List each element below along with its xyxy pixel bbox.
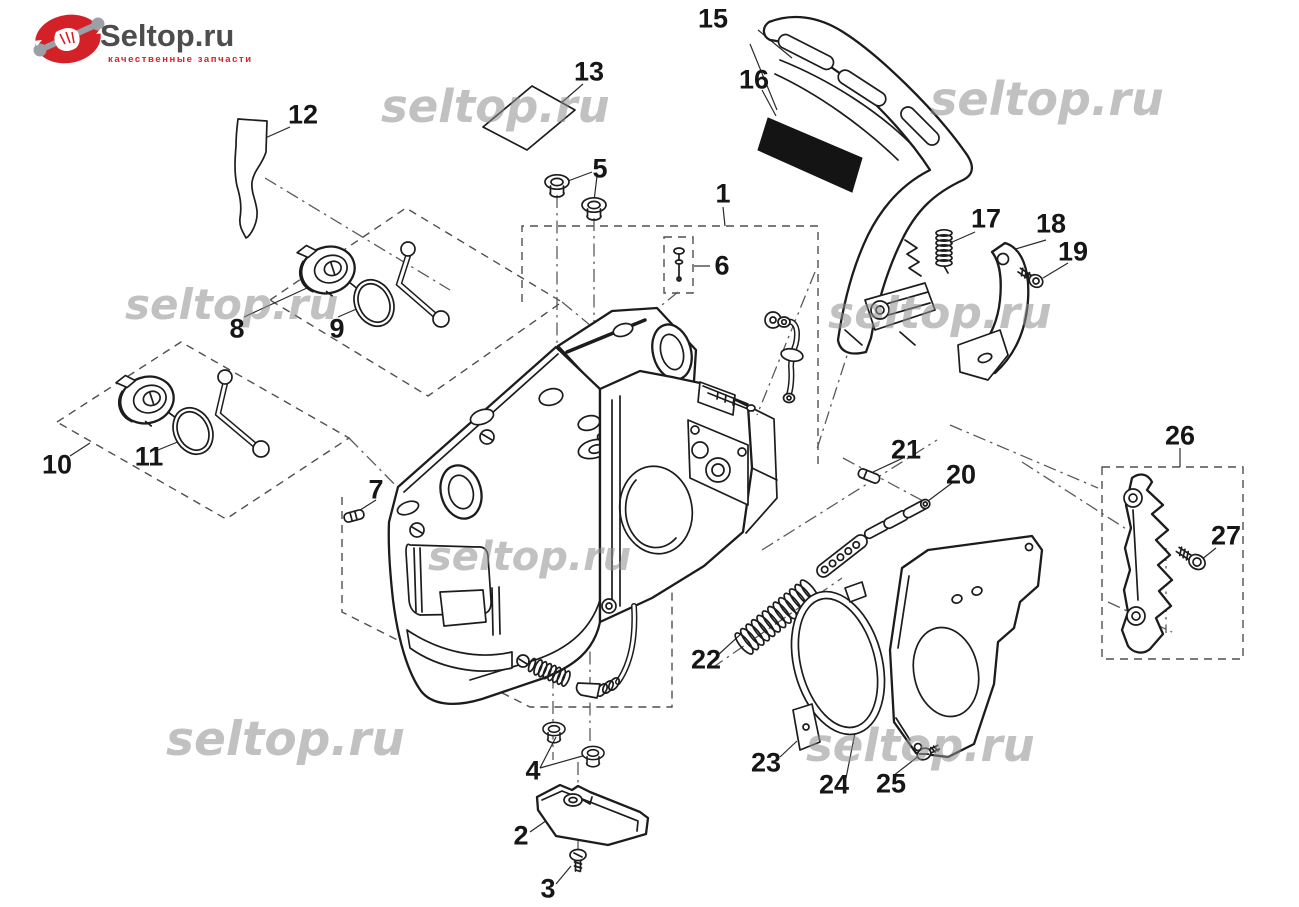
o-ring-11 <box>172 406 214 456</box>
assembly-1-lower-box <box>341 497 673 708</box>
vent-elbow <box>777 316 804 404</box>
bumper-spike-26 <box>1120 473 1174 654</box>
side-plate-24 <box>888 534 1044 759</box>
brake-linkage-20 <box>816 498 931 578</box>
assembly-26-box <box>1101 466 1244 660</box>
brake-lever-18 <box>957 241 1030 381</box>
fuel-hose <box>575 603 638 699</box>
base-plate-2 <box>535 783 650 847</box>
pin-7 <box>343 509 365 523</box>
dashed-boxes <box>55 207 1244 708</box>
screw-25 <box>916 744 941 761</box>
screw-27 <box>1175 546 1206 571</box>
cap-retainer-10 <box>214 369 270 458</box>
logo-emblem-icon <box>33 14 105 64</box>
o-ring-9 <box>353 278 395 328</box>
brake-band-23 <box>790 581 886 751</box>
cap-retainer-8 <box>395 241 450 328</box>
brake-spring-22 <box>734 579 820 655</box>
vent-valve-6 <box>673 247 685 282</box>
logo-brand-text: Seltop.ru <box>100 18 235 53</box>
screw-19 <box>1017 267 1044 289</box>
assembly-6-box <box>663 236 694 294</box>
brake-mechanism <box>764 228 953 346</box>
crankcase-housing <box>387 306 804 705</box>
pin-21 <box>857 468 881 484</box>
brake-spring-17 <box>935 228 953 274</box>
logo-tagline-text: качественные запчасти <box>108 54 253 65</box>
hand-guard-15 <box>762 15 974 355</box>
inner-spring <box>516 654 571 687</box>
site-logo: Seltop.ru качественные запчасти <box>28 10 288 68</box>
sticker-label-13 <box>482 85 576 151</box>
sticker-strip-16 <box>757 117 863 193</box>
screw-3 <box>569 848 587 873</box>
sticker-strip-12 <box>234 118 268 239</box>
assembly-1-box <box>521 225 819 470</box>
